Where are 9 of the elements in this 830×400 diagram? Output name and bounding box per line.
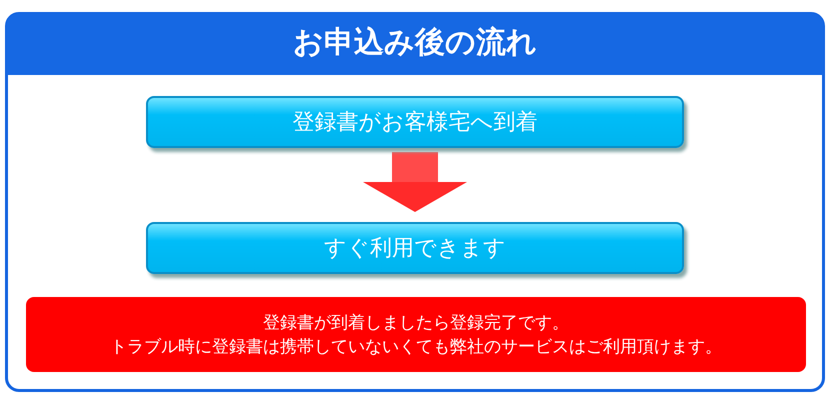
process-box bbox=[146, 222, 684, 274]
arrow bbox=[363, 152, 467, 212]
box-text: 登録書がお客様宅へ到着 bbox=[292, 109, 538, 137]
note-box bbox=[26, 297, 806, 372]
process-box bbox=[146, 96, 684, 148]
title: お申込み後の流れ bbox=[292, 24, 538, 62]
box-text: トラブル時に登録書は携帯していないくても弊社のサービスはご利用頂けます。 bbox=[110, 336, 722, 358]
box-text: 登録書が到着しましたら登録完了です。 bbox=[263, 312, 569, 334]
box-text: すぐ利用できます bbox=[324, 235, 506, 263]
